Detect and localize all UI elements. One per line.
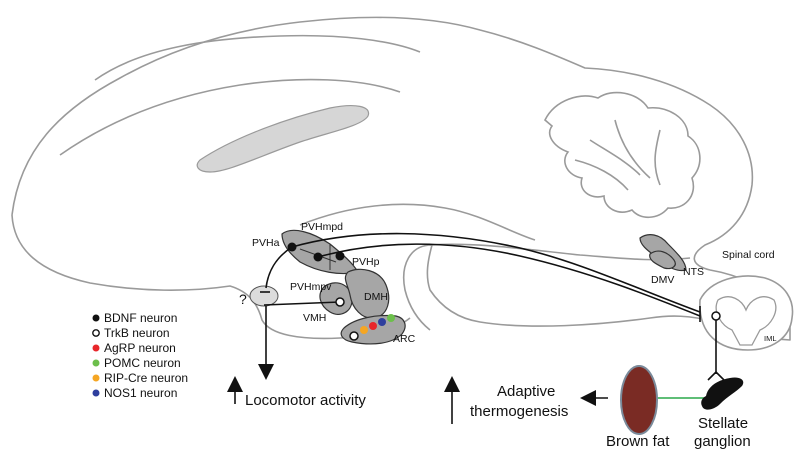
bdnf-long-projection [291,232,701,313]
agrp-neuron [369,322,377,330]
trkb-neuron-arc [349,331,359,341]
stellate-ganglion-icon [701,377,744,410]
label-iml: IML [764,334,777,343]
label-ganglion: ganglion [694,433,751,450]
label-pvhp: PVHp [352,256,380,268]
ganglion-synapse [707,370,725,381]
label-dmh: DMH [364,291,388,303]
legend: BDNF neuron TrkB neuron AgRP neuron POMC… [92,311,188,400]
label-locomotor-activity: Locomotor activity [245,392,366,409]
legend-label-bdnf: BDNF neuron [104,311,177,325]
nos1-neuron [378,318,386,326]
trkb-neuron-iml [711,311,721,321]
bdnf-projection-to-target [265,246,293,289]
pvhmpv-region [319,282,353,315]
lateral-ventricle [196,105,370,173]
pvhmpd-projection [317,243,701,317]
bdnf-neuron-pvhp [335,251,345,261]
spinal-grey-matter [715,296,777,346]
legend-label-pomc: POMC neuron [104,356,181,370]
spinal-cord-section [699,275,794,351]
label-question: ? [239,291,247,307]
legend-marker-bdnf [92,314,100,322]
legend-marker-trkb [92,329,100,337]
ventral-outline [11,214,411,340]
label-vmh: VMH [303,312,326,324]
dmv-region [649,250,676,270]
label-adaptive: Adaptive [497,383,555,400]
brain-outline [11,16,794,351]
neurons [287,242,721,341]
label-stellate: Stellate [698,415,748,432]
label-nts: NTS [683,266,704,278]
legend-label-rip-cre: RIP-Cre neuron [104,371,188,385]
label-spinal-cord: Spinal cord [722,249,775,261]
legend-marker-pomc [92,359,100,367]
legend-label-agrp: AgRP neuron [104,341,176,355]
bdnf-neuron-pvha [287,242,297,252]
legend-marker-agrp [92,344,100,352]
pomc-neuron [387,314,395,322]
label-pvhmpv: PVHmpv [290,281,332,293]
bdnf-neuron-pvhmpd [313,252,323,262]
midbrain-line [299,203,536,241]
label-pvhmpd: PVHmpd [301,221,343,233]
rip-cre-neuron [360,326,368,334]
label-pvha: PVHa [252,237,280,249]
unknown-target-region [249,285,279,307]
legend-marker-rip-cre [92,374,100,382]
label-thermogenesis: thermogenesis [470,403,568,420]
legend-label-trkb: TrkB neuron [104,326,170,340]
neural-projections [258,232,725,406]
cerebellum-folia [544,91,701,219]
trkb-neuron-pvhmpv [335,297,345,307]
label-arc: ARC [393,333,416,345]
corpus-callosum-line [59,78,401,156]
cortex-outline [11,16,791,341]
legend-marker-nos1 [92,389,100,397]
label-brown-fat: Brown fat [606,433,670,450]
label-dmv: DMV [651,274,674,286]
legend-label-nos1: NOS1 neuron [104,386,177,400]
brown-fat-icon [620,365,658,435]
inner-cortex-line [94,34,421,81]
pvhmpv-to-target [263,301,341,306]
hypothalamic-regions [249,229,687,345]
